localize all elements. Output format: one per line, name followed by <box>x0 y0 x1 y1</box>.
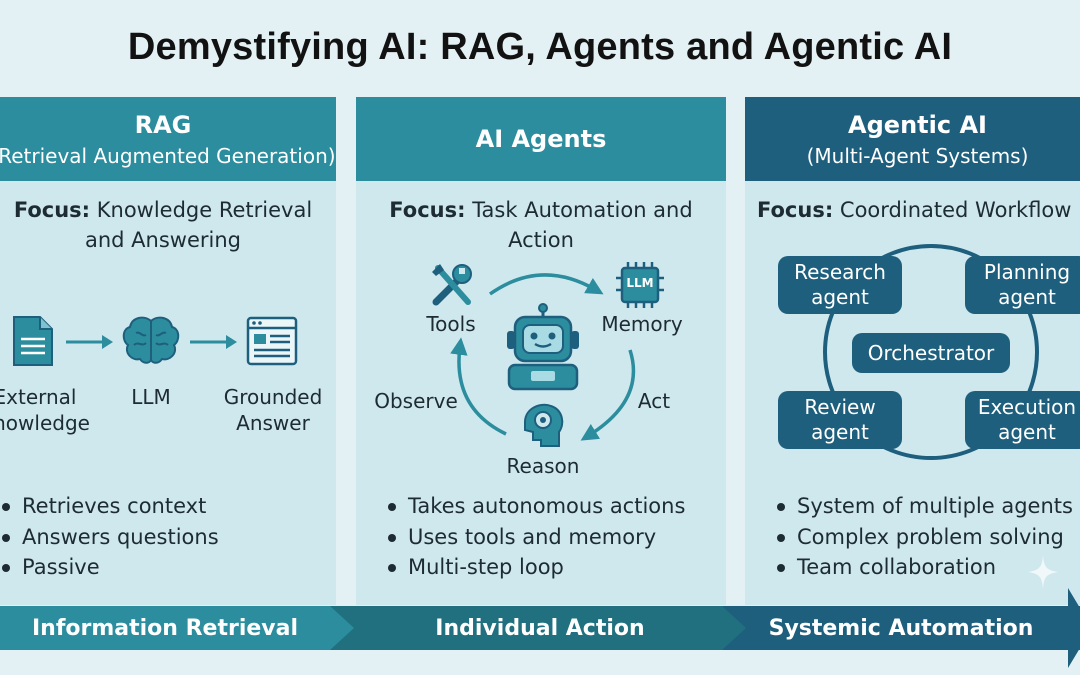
grounded-answer-label: Grounded Answer <box>212 384 334 436</box>
focus-text: Task Automation and <box>472 198 693 222</box>
rag-focus: Focus: Knowledge Retrieval and Answering <box>0 195 336 255</box>
agent-label: Execution <box>977 395 1077 419</box>
head-gear-icon <box>519 402 567 454</box>
ai-agents-header: AI Agents <box>356 97 726 181</box>
execution-agent-box: Execution agent <box>965 391 1080 449</box>
ai-agents-heading: AI Agents <box>475 125 607 153</box>
rag-bullets: Retrieves context Answers questions Pass… <box>0 491 219 583</box>
arrow-right-icon <box>190 334 238 354</box>
llm-label: LLM <box>131 385 171 409</box>
list-item: Team collaboration <box>775 552 1073 583</box>
robot-icon <box>503 303 583 393</box>
agent-label: agent <box>998 285 1056 309</box>
band-information-retrieval: Information Retrieval <box>0 606 360 650</box>
label-line: External <box>0 385 77 409</box>
list-item: Multi-step loop <box>386 552 685 583</box>
answer-window-icon <box>246 316 298 369</box>
ai-agents-focus: Focus: Task Automation and Action <box>356 195 726 255</box>
focus-label: Focus: <box>13 198 91 222</box>
agentic-ai-focus: Focus: Coordinated Workflow <box>757 195 1080 225</box>
rag-heading: RAG <box>134 111 192 139</box>
act-label: Act <box>637 389 671 413</box>
memory-label: Memory <box>601 312 683 336</box>
list-item: Retrieves context <box>0 491 219 522</box>
progress-arrow-icon <box>1068 588 1080 672</box>
orchestrator-box: Orchestrator <box>852 333 1010 373</box>
agentic-ai-bullets: System of multiple agents Complex proble… <box>775 491 1073 583</box>
agentic-ai-column: Agentic AI (Multi-Agent Systems) Focus: … <box>745 97 1080 605</box>
agent-label: agent <box>811 420 869 444</box>
focus-text-cont: and Answering <box>84 228 241 252</box>
list-item: Complex problem solving <box>775 522 1073 553</box>
sparkle-icon <box>1028 555 1058 593</box>
agentic-ai-header: Agentic AI (Multi-Agent Systems) <box>745 97 1080 181</box>
document-icon <box>12 315 54 371</box>
agentic-ai-heading: Agentic AI <box>848 111 987 139</box>
agent-label: Review <box>804 395 876 419</box>
focus-text: Coordinated Workflow <box>839 198 1072 222</box>
agent-label: agent <box>811 285 869 309</box>
review-agent-box: Review agent <box>778 391 902 449</box>
arrow-right-icon <box>66 334 114 354</box>
focus-label: Focus: <box>757 198 834 222</box>
llm-chip-label: LLM <box>626 276 654 290</box>
list-item: System of multiple agents <box>775 491 1073 522</box>
research-agent-box: Research agent <box>778 256 902 314</box>
reason-label: Reason <box>506 454 580 478</box>
label-line: Answer <box>236 411 310 435</box>
llm-chip-icon: LLM <box>616 262 664 312</box>
page-title: Demystifying AI: RAG, Agents and Agentic… <box>127 26 953 68</box>
label-line: Knowledge <box>0 411 90 435</box>
rag-subheading: (Retrieval Augmented Generation) <box>0 144 336 168</box>
list-item: Uses tools and memory <box>386 522 685 553</box>
agent-label: Research <box>794 260 886 284</box>
planning-agent-box: Planning agent <box>965 256 1080 314</box>
brain-icon <box>122 315 180 369</box>
focus-text-cont: Action <box>508 228 574 252</box>
observe-label: Observe <box>374 389 458 413</box>
list-item: Takes autonomous actions <box>386 491 685 522</box>
tools-label: Tools <box>426 312 476 336</box>
agentic-ai-subheading: (Multi-Agent Systems) <box>806 144 1029 168</box>
label-line: Grounded <box>223 385 323 409</box>
band-individual-action: Individual Action <box>330 606 750 650</box>
list-item: Passive <box>0 552 219 583</box>
list-item: Answers questions <box>0 522 219 553</box>
focus-text: Knowledge Retrieval <box>96 198 313 222</box>
band-systemic-automation: Systemic Automation <box>722 606 1080 650</box>
external-knowledge-label: External Knowledge <box>0 384 90 436</box>
focus-label: Focus: <box>389 198 466 222</box>
agent-label: agent <box>998 420 1056 444</box>
tools-icon <box>428 262 476 314</box>
rag-header: RAG (Retrieval Augmented Generation) <box>0 97 336 181</box>
ai-agents-bullets: Takes autonomous actions Uses tools and … <box>386 491 685 583</box>
agent-label: Planning <box>983 260 1071 284</box>
orchestration-ring <box>823 244 1039 460</box>
agent-loop-arrows <box>450 273 636 441</box>
